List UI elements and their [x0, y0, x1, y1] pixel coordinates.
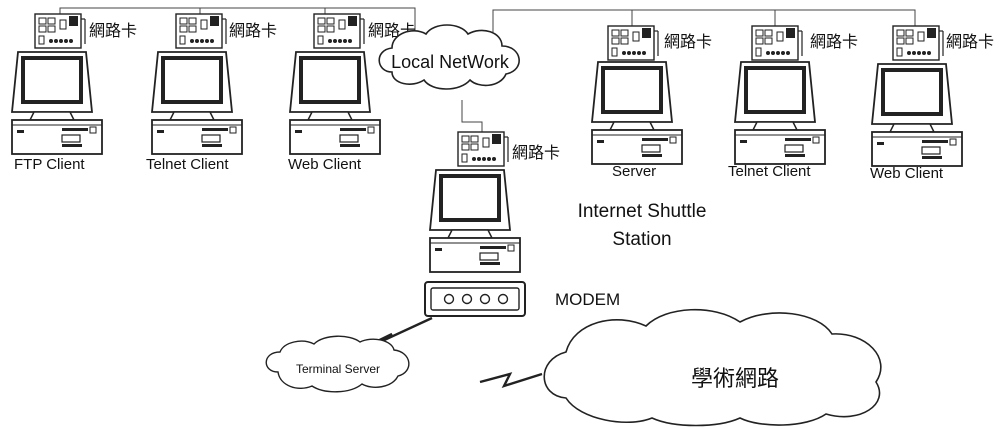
nic-icon — [607, 25, 659, 61]
nic-label: 網路卡 — [229, 21, 277, 40]
cloud-label: 學術網路 — [691, 367, 779, 392]
network-bus-lines — [59, 7, 916, 132]
client-label: Web Client — [288, 156, 362, 173]
client-label: Telnet Client — [146, 156, 229, 173]
nic-icon — [892, 25, 944, 61]
academic-network-cloud: 學術網路 — [543, 308, 882, 427]
shuttle-title-line2: Station — [612, 229, 671, 250]
right-client-1: 網路卡 Server — [590, 25, 712, 180]
client-label: Telnet Client — [728, 163, 811, 180]
lightning-icon — [479, 372, 543, 388]
shuttle-title-line1: Internet Shuttle — [578, 201, 707, 222]
nic-label: 網路卡 — [946, 32, 994, 51]
nic-icon — [34, 13, 86, 49]
nic-icon — [457, 131, 509, 167]
terminal-server-cloud: Terminal Server — [265, 335, 410, 393]
nic-icon — [175, 13, 227, 49]
local-network-cloud: Local NetWork — [378, 24, 520, 90]
cloud-label: Local NetWork — [391, 52, 510, 72]
computer-icon — [288, 50, 382, 156]
modem: MODEM — [424, 281, 620, 317]
client-label: FTP Client — [14, 156, 85, 173]
modem-icon — [424, 281, 526, 317]
computer-icon — [150, 50, 244, 156]
computer-icon — [590, 60, 684, 166]
computer-icon — [428, 168, 522, 274]
nic-icon — [313, 13, 365, 49]
right-client-3: 網路卡 Web Client — [870, 25, 994, 182]
computer-icon — [870, 62, 964, 168]
nic-label: 網路卡 — [664, 32, 712, 51]
modem-label: MODEM — [555, 290, 620, 309]
nic-label: 網路卡 — [89, 21, 137, 40]
nic-icon — [751, 25, 803, 61]
client-label: Web Client — [870, 165, 944, 182]
nic-label: 網路卡 — [512, 143, 560, 162]
right-client-2: 網路卡 Telnet Client — [728, 25, 858, 180]
computer-icon — [733, 60, 827, 166]
left-client-2: 網路卡 Telnet Client — [146, 13, 277, 173]
shuttle-station: 網路卡 Internet Shuttle Station — [428, 131, 707, 274]
cloud-label: Terminal Server — [296, 362, 380, 376]
client-label: Server — [612, 163, 656, 180]
left-client-1: 網路卡 FTP Client — [10, 13, 137, 173]
nic-label: 網路卡 — [810, 32, 858, 51]
computer-icon — [10, 50, 104, 156]
